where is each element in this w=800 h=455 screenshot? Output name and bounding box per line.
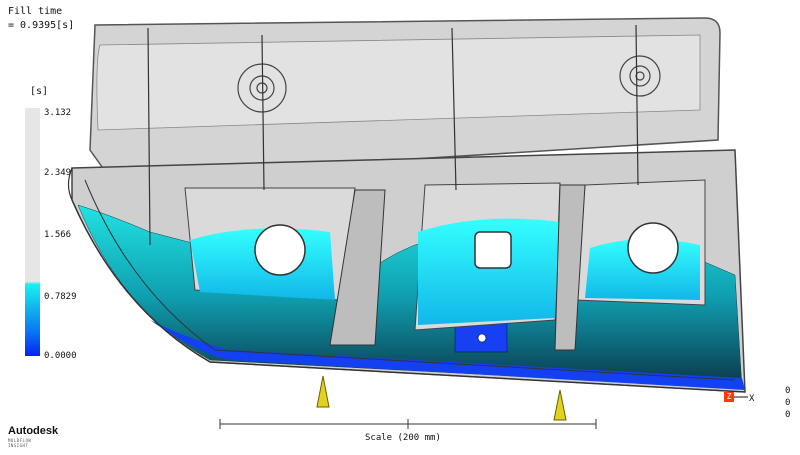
lamp-hole-left xyxy=(254,224,306,276)
current-time-value: = 0.9395[s] xyxy=(8,20,75,31)
readout-value: 0 xyxy=(785,386,791,396)
injection-cone-right xyxy=(553,389,567,421)
lamp-hole-mid xyxy=(474,231,512,269)
housing-top-inner xyxy=(96,34,701,131)
flow-front-mid xyxy=(418,218,560,325)
result-title: Fill time xyxy=(8,6,63,17)
scale-label: Scale (200 mm) xyxy=(365,433,441,443)
readout-value: 0 xyxy=(785,410,791,420)
axis-x-label: X xyxy=(749,394,755,404)
axis-z-marker: Z xyxy=(724,392,734,402)
readout-value: 0 xyxy=(785,398,791,408)
logo-sub-text: MOLDFLOW INSIGHT xyxy=(8,438,32,448)
legend-tick: 0.7829 xyxy=(44,292,77,302)
legend-tick: 2.349 xyxy=(44,168,72,178)
ribs xyxy=(147,24,639,246)
divider-right xyxy=(554,184,586,351)
lamp-hole-right xyxy=(627,222,679,274)
legend-tick: 0.0000 xyxy=(44,351,77,361)
legend-unit: [s] xyxy=(30,86,49,97)
part-3d-view[interactable] xyxy=(50,0,800,455)
gate-rim xyxy=(150,320,745,390)
legend-tick: 1.566 xyxy=(44,230,72,240)
outer-rail xyxy=(67,167,746,393)
injection-cone-left xyxy=(316,375,330,408)
color-legend-bar xyxy=(25,108,40,356)
gate-hole xyxy=(477,333,487,343)
divider-left xyxy=(329,189,386,346)
boss-right xyxy=(619,55,661,97)
legend-tick: 3.132 xyxy=(44,108,72,118)
scale-bar xyxy=(219,419,597,429)
inner-rail xyxy=(84,179,736,381)
logo-main-text: Autodesk xyxy=(8,425,59,437)
